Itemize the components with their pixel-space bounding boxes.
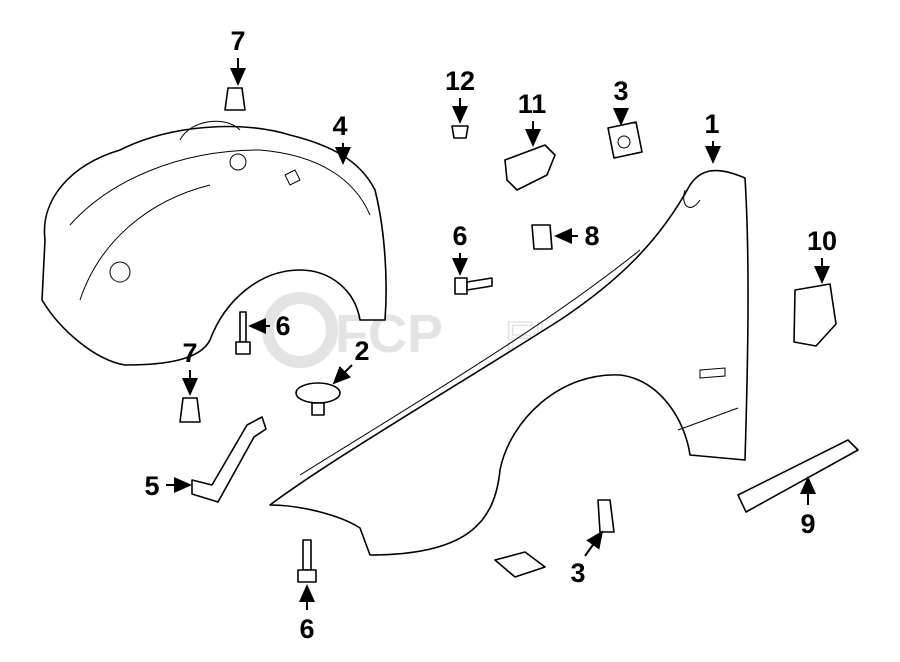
part-bracket-5 — [191, 416, 267, 503]
callout-5: 5 — [144, 471, 159, 501]
callout-11: 11 — [518, 89, 547, 119]
callout-4: 4 — [332, 111, 347, 141]
part-clip-7-top — [224, 87, 246, 111]
part-bolt-6-mid — [454, 277, 493, 295]
callout-6-left: 6 — [275, 311, 290, 341]
part-grommet-12 — [451, 125, 469, 139]
part-nut-3-bottom — [494, 499, 615, 578]
callout-6-mid: 6 — [452, 221, 467, 251]
callout-3-bottom: 3 — [570, 558, 585, 588]
callout-3-top: 3 — [613, 76, 628, 106]
callout-8: 8 — [584, 221, 599, 251]
part-screw-6-bottom — [297, 539, 317, 583]
part-clip-2 — [295, 382, 341, 416]
watermark-brand: FCP — [335, 304, 443, 364]
part-molding-9 — [737, 439, 859, 513]
callout-6-bottom: 6 — [299, 614, 314, 644]
callout-10: 10 — [807, 226, 837, 256]
callout-9: 9 — [800, 509, 815, 539]
callout-2: 2 — [354, 336, 369, 366]
callout-12: 12 — [445, 66, 475, 96]
part-bracket-10 — [793, 283, 837, 347]
callout-arrows — [166, 58, 830, 610]
part-bracket-11 — [504, 144, 556, 191]
callout-7-lower: 7 — [182, 338, 197, 368]
part-wheel-housing-liner — [41, 120, 387, 366]
callout-7-top: 7 — [230, 26, 245, 56]
part-clip-7-lower — [179, 397, 201, 423]
part-front-fender — [269, 169, 749, 556]
part-nut-3-top — [607, 121, 643, 159]
part-clip-8 — [531, 224, 553, 250]
part-screw-6-left — [235, 311, 251, 355]
callout-1: 1 — [704, 109, 719, 139]
